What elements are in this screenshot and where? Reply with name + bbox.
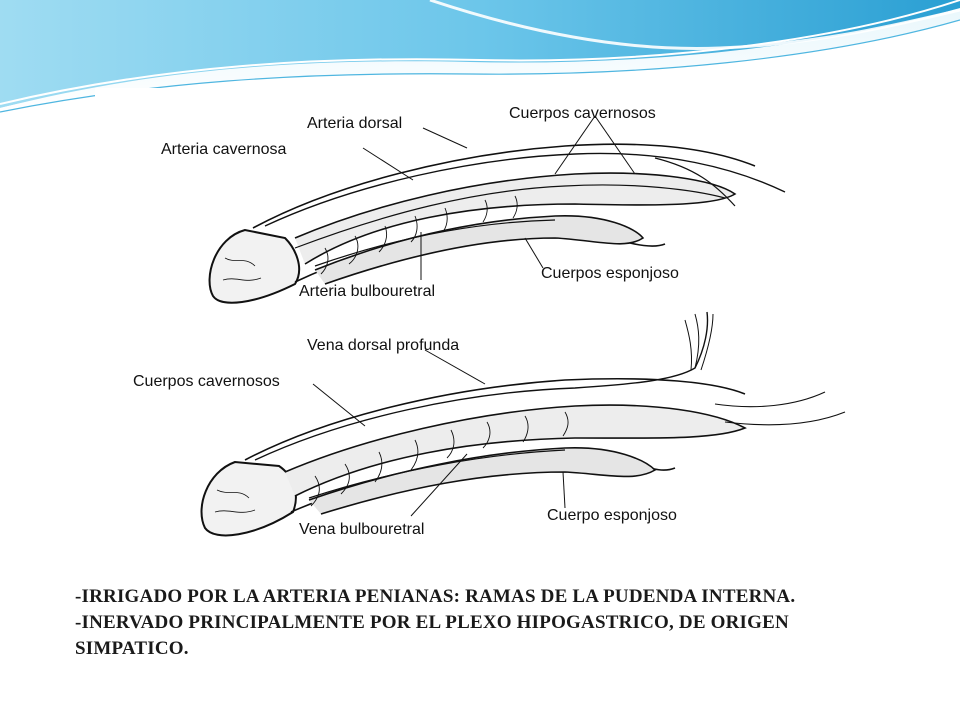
bottom-deep-dorsal-vein (254, 311, 709, 461)
top-glans (208, 228, 301, 304)
bottom-diagram (200, 311, 846, 537)
label-arteria-cavernosa: Arteria cavernosa (161, 141, 286, 158)
top-leader-cuerpos-cavernosos-2 (594, 115, 636, 175)
top-dorsal-artery (264, 152, 786, 227)
label-cuerpos-esponjoso: Cuerpos esponjoso (541, 265, 679, 282)
top-leader-cuerpos-esponjoso (524, 237, 544, 269)
figure-svg: Arteria dorsal Arteria cavernosa Cuerpos… (133, 105, 846, 538)
top-cavernous-artery (294, 184, 726, 249)
bottom-leader-vena-bulbouretral (410, 453, 468, 517)
label-arteria-bulbouretral: Arteria bulbouretral (299, 283, 435, 300)
label-arteria-dorsal: Arteria dorsal (307, 115, 402, 132)
bottom-leader-vena-dorsal-profunda (424, 349, 486, 385)
top-leader-arteria-dorsal (422, 127, 468, 149)
top-diagram (208, 115, 786, 304)
bottom-corpus-spongiosum (308, 447, 657, 515)
wave-line-1 (0, 0, 960, 105)
top-leader-cuerpos-cavernosos-1 (554, 115, 596, 175)
bottom-leader-cuerpo-esponjoso (562, 471, 566, 509)
bottom-glans (200, 460, 297, 537)
top-bulbourethral-artery (314, 219, 556, 267)
bottom-corpus-cavernosum (284, 404, 747, 497)
label-cuerpo-esponjoso: Cuerpo esponjoso (547, 507, 677, 524)
bottom-leader-cuerpos-cavernosos (312, 383, 366, 427)
top-leader-arteria-cavernosa (362, 147, 414, 181)
caption: -IRRIGADO POR LA ARTERIA PENIANAS: RAMAS… (75, 584, 875, 662)
label-vena-bulbouretral: Vena bulbouretral (299, 521, 424, 538)
top-corpus-cavernosum (294, 172, 737, 265)
top-corpus-spongiosum (314, 215, 645, 285)
label-cuerpos-cavernosos-bottom: Cuerpos cavernosos (133, 373, 280, 390)
caption-line-irrigation: -IRRIGADO POR LA ARTERIA PENIANAS: RAMAS… (75, 586, 796, 607)
bottom-shaft-upper (244, 377, 746, 461)
top-shaft-upper (252, 143, 756, 229)
bottom-vein-tail (714, 391, 846, 426)
wave-band-main (0, 0, 960, 108)
label-cuerpos-cavernosos-top: Cuerpos cavernosos (509, 105, 656, 122)
label-vena-dorsal-profunda: Vena dorsal profunda (307, 337, 459, 354)
top-dorsal-artery-tail (654, 157, 736, 207)
wave-line-2 (429, 0, 960, 50)
bottom-vein-bundle (684, 313, 714, 371)
caption-line-innervation: -INERVADO PRINCIPALMENTE POR EL PLEXO HI… (75, 612, 789, 659)
bottom-bulbourethral-vein (308, 449, 566, 499)
anatomical-figure: Arteria dorsal Arteria cavernosa Cuerpos… (95, 88, 865, 570)
